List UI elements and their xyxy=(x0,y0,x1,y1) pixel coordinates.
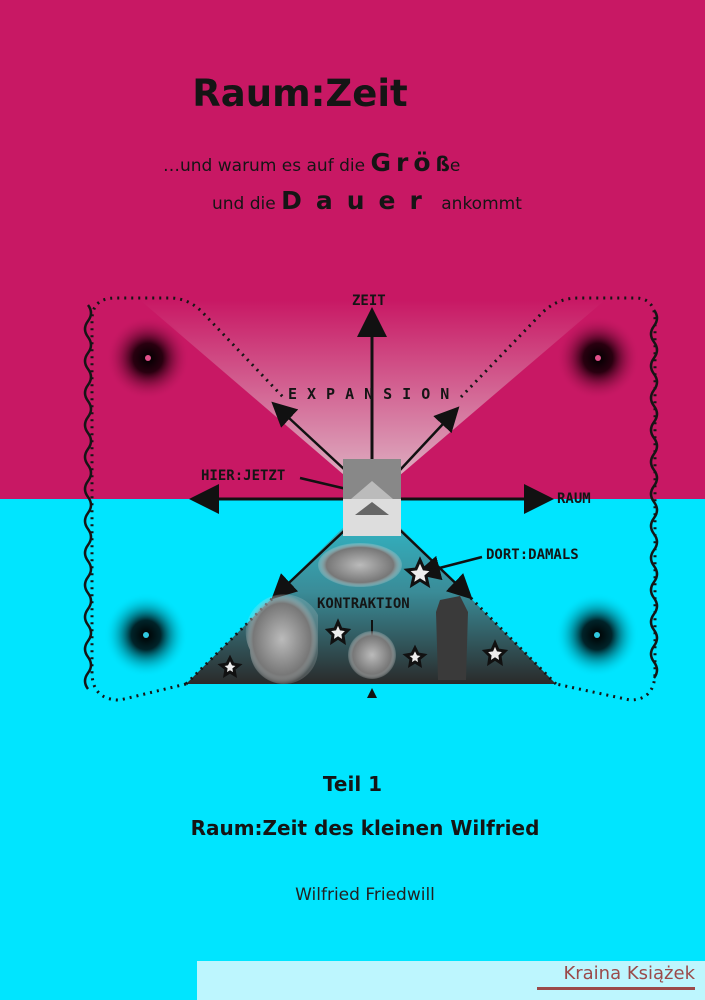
star-icons xyxy=(217,556,509,678)
dort-damals-label: DORT:DAMALS xyxy=(486,547,579,563)
kontraktion-label: KONTRAKTION xyxy=(317,596,410,612)
baby-photo xyxy=(348,631,396,679)
author-name: Wilfried Friedwill xyxy=(295,885,435,905)
subtitle-line-1: …und warum es auf die Größe xyxy=(163,148,461,177)
raum-label: RAUM xyxy=(557,491,591,507)
dotted-boundary xyxy=(90,296,657,702)
wavy-line-left xyxy=(83,304,93,690)
forest-photo xyxy=(318,543,402,587)
wavy-line-right xyxy=(649,309,659,679)
hier-jetzt-label: HIER:JETZT xyxy=(201,468,286,484)
expansion-label: EXPANSION xyxy=(288,385,460,403)
children-photo xyxy=(245,594,318,684)
book-logo-icon xyxy=(537,987,695,990)
book-title: Raum:Zeit xyxy=(192,72,408,115)
publisher-strip: Kraina Książek xyxy=(197,961,705,1000)
publisher-logo: Kraina Książek xyxy=(563,963,695,984)
part-title: Raum:Zeit des kleinen Wilfried xyxy=(190,816,540,840)
anatomy-figure xyxy=(436,596,468,680)
part-number: Teil 1 xyxy=(322,772,383,796)
zeit-label: ZEIT xyxy=(352,293,386,309)
subtitle-line-2: und die Dauer ankommt xyxy=(212,186,522,215)
